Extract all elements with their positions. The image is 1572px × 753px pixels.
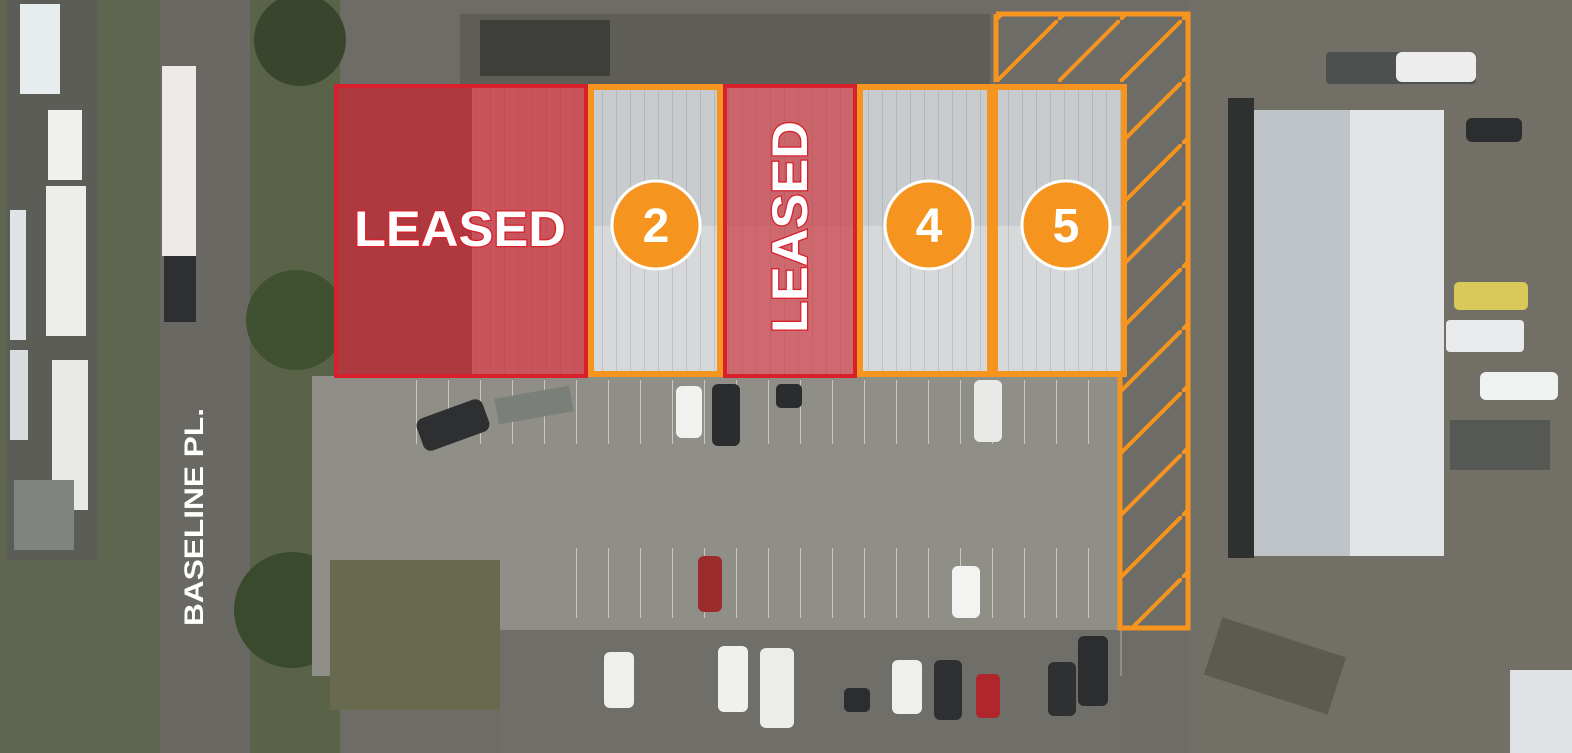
trailer xyxy=(46,186,86,336)
neighbor-car xyxy=(1466,118,1522,142)
lower-lot xyxy=(500,630,1120,753)
tree xyxy=(246,270,346,370)
parked-car xyxy=(934,660,962,720)
neighbor-building-roof-left xyxy=(1254,110,1350,556)
unit-5-area xyxy=(992,84,1127,377)
unit-1-shade xyxy=(338,88,472,374)
parking-stalls xyxy=(560,548,1100,618)
unit-3[interactable]: LEASED xyxy=(723,84,857,378)
street-label: BASELINE PL. xyxy=(179,408,209,626)
unit-4-area xyxy=(857,84,993,377)
parked-car xyxy=(712,384,740,446)
tree xyxy=(254,0,346,86)
parked-car xyxy=(974,380,1002,442)
neighbor-vehicle xyxy=(1480,372,1558,400)
neighbor-building-roof-right xyxy=(1350,110,1444,556)
parked-car xyxy=(776,384,802,408)
unit-3-area xyxy=(723,84,857,378)
semi-cab xyxy=(164,256,196,322)
unit-5-label: 5 xyxy=(1053,200,1080,253)
parked-car xyxy=(416,399,490,451)
neighbor-equipment xyxy=(1203,617,1347,715)
lawn-strip xyxy=(330,560,500,710)
parked-car xyxy=(844,688,870,712)
unit-2-area xyxy=(588,84,723,377)
unit-1-label: LEASED xyxy=(354,201,566,257)
unit-3-label: LEASED xyxy=(762,121,818,333)
parked-car xyxy=(760,648,794,728)
parked-car xyxy=(952,566,980,618)
neighbor-equipment xyxy=(1450,420,1550,470)
parked-car xyxy=(976,674,1000,718)
parked-trailer xyxy=(494,385,574,425)
parked-car xyxy=(892,660,922,714)
unit-2[interactable]: 2 xyxy=(588,84,723,377)
parked-car xyxy=(1078,636,1108,706)
neighbor-structure xyxy=(1510,670,1572,753)
parked-car xyxy=(1048,662,1076,716)
unit-2-badge xyxy=(610,179,702,271)
parked-car xyxy=(698,556,722,612)
unit-4-label: 4 xyxy=(916,200,943,253)
unit-4-badge xyxy=(883,179,975,271)
neighbor-vehicle xyxy=(1454,282,1528,310)
unit-5-yard-outline xyxy=(993,11,1191,631)
trailer xyxy=(20,4,60,94)
neighbor-vehicle xyxy=(1446,320,1524,352)
neighbor-building-shadow xyxy=(1228,98,1254,558)
rear-structure xyxy=(480,20,610,76)
neighbor-truck-cab xyxy=(1396,52,1476,82)
unit-4[interactable]: 4 xyxy=(857,84,993,377)
unit-1-area xyxy=(334,84,588,378)
trailer xyxy=(10,350,28,440)
trailer xyxy=(10,210,26,340)
parked-car xyxy=(676,386,702,438)
unit-5-badge xyxy=(1020,179,1112,271)
unit-2-label: 2 xyxy=(643,200,670,253)
semi-trailer xyxy=(162,66,196,256)
unit-1[interactable]: LEASED xyxy=(334,84,588,378)
parked-car xyxy=(718,646,748,712)
parked-car xyxy=(604,652,634,708)
trailer xyxy=(14,480,74,550)
trailer xyxy=(48,110,82,180)
